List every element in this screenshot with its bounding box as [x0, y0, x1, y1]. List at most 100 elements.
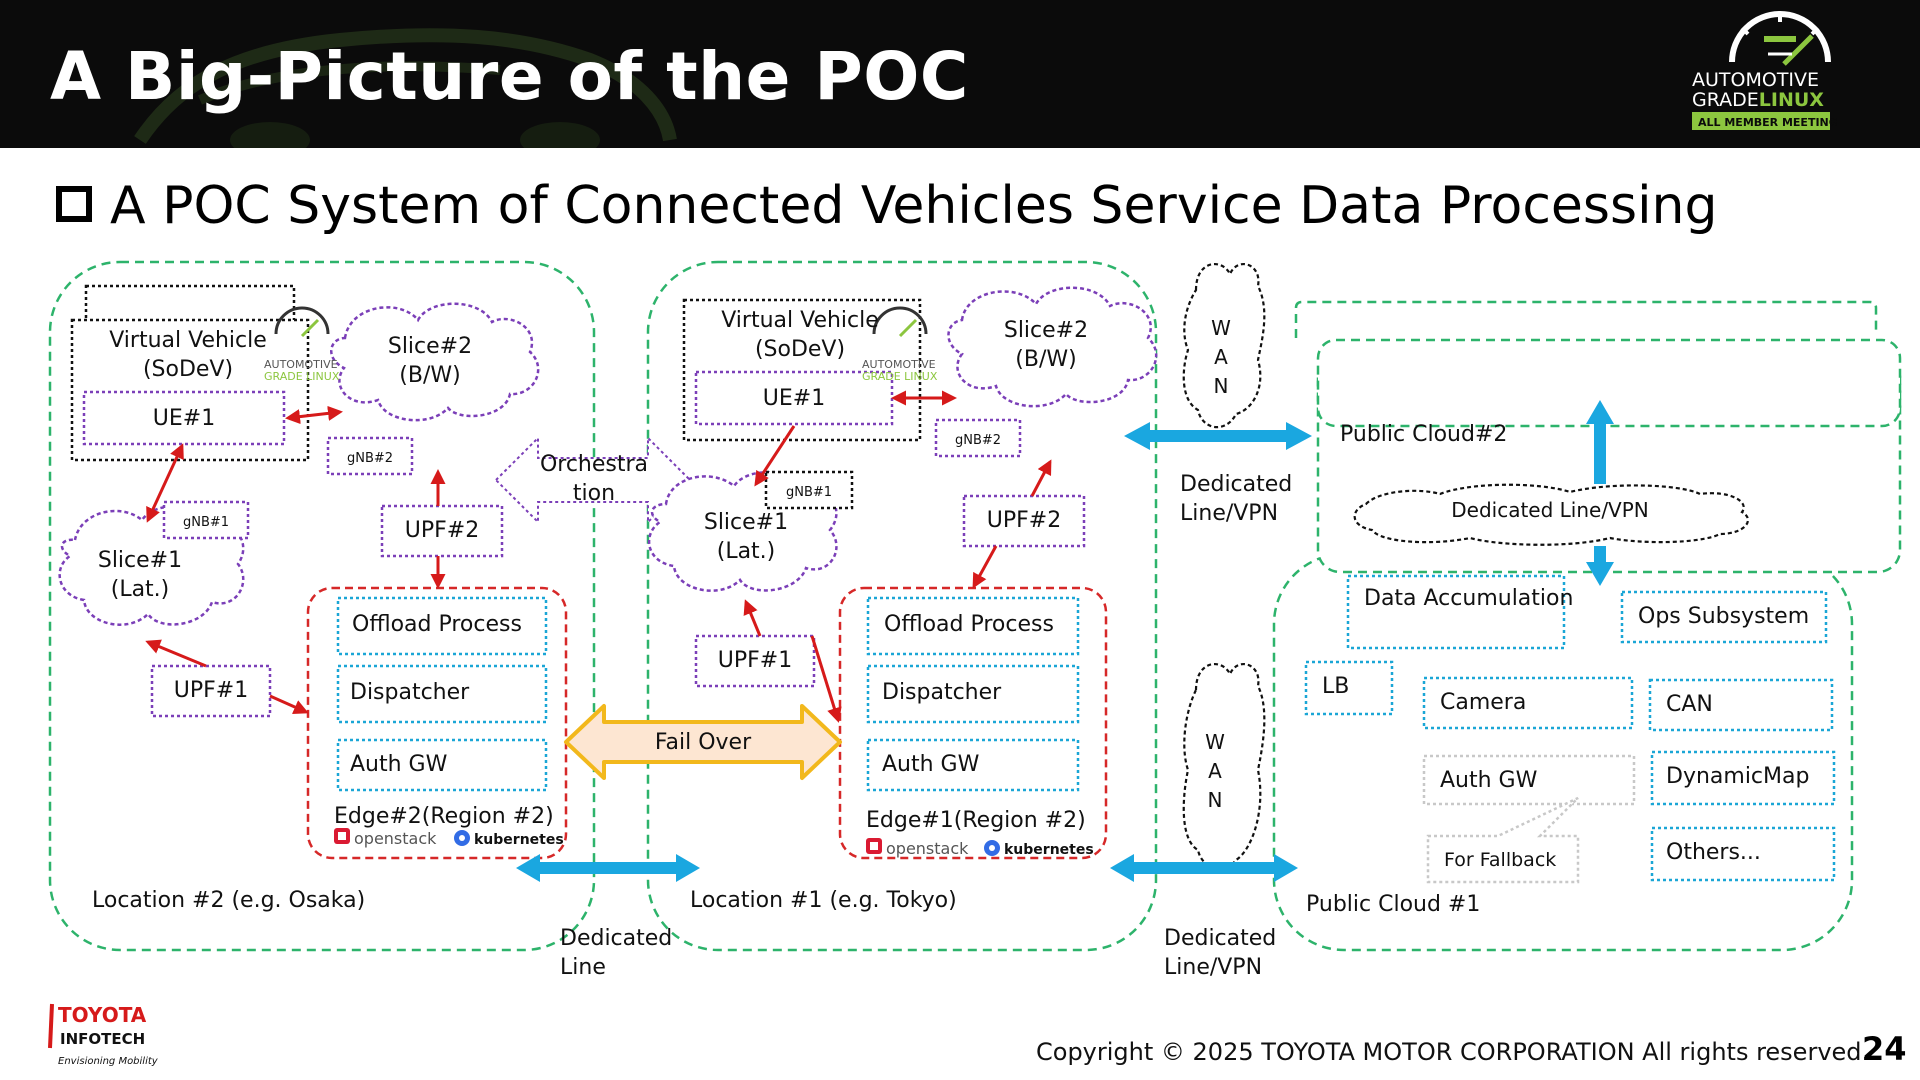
location1-container: [646, 260, 1158, 952]
location2-ue-box: [82, 390, 286, 446]
svg-text:AUTOMOTIVE: AUTOMOTIVE: [264, 358, 338, 371]
dedicated-vpn-cloud-label: Dedicated Line/VPN: [1451, 498, 1649, 522]
location2-slice2-cloud: [330, 302, 540, 422]
location2-upf2-box: [380, 504, 504, 558]
location2-kubernetes-label: kubernetes: [474, 832, 564, 848]
slide-subtitle: A POC System of Connected Vehicles Servi…: [110, 176, 1718, 236]
cloud1-ops-box: [1620, 590, 1828, 644]
svg-text:GRADE LINUX: GRADE LINUX: [264, 370, 340, 383]
orchestration-arrow: [494, 435, 692, 525]
svg-text:INFOTECH: INFOTECH: [60, 1030, 145, 1048]
dedicated-vpn-cloud: [1353, 483, 1749, 546]
location2-offload-box: [336, 596, 548, 656]
location1-slice2-label: Slice#2(B/W): [1003, 318, 1089, 372]
location2-authgw-box: [336, 738, 548, 792]
arrow-l2-upf1-dispatcher: [269, 694, 309, 714]
page-number: 24: [1862, 1030, 1907, 1068]
location2-gnb2-label: gNB#2: [346, 451, 394, 466]
location2-dispatcher-label: Dispatcher: [350, 680, 470, 705]
bullet-square-icon: [56, 186, 92, 222]
cloud1-dynamicmap-label: DynamicMap: [1666, 764, 1810, 789]
cloud1-authgw-box: [1422, 754, 1636, 806]
svg-text:ALL MEMBER MEETING: ALL MEMBER MEETING: [1698, 116, 1838, 129]
location2-vv-title: Virtual Vehicle(SoDeV): [109, 328, 267, 382]
location2-upf1-box: [150, 664, 272, 718]
location2-label: Location #2 (e.g. Osaka): [92, 888, 366, 913]
location1-gnb2-box: [934, 418, 1022, 458]
location2-upf1-label: UPF#1: [173, 678, 249, 703]
arrow-l1-upf2-slice2: [1030, 459, 1052, 497]
cloud1-others-box: [1650, 826, 1836, 882]
cloud1-fallback-callout: [1426, 796, 1580, 884]
location1-ue-label: UE#1: [762, 386, 826, 411]
location2-edge-label: Edge#2(Region #2): [334, 804, 554, 829]
cloud1-fallback-label: For Fallback: [1444, 849, 1557, 871]
location1-dispatcher-box: [866, 664, 1080, 724]
cloud1-data-accumulation-box: [1346, 574, 1566, 650]
agl-small-logo-left: AUTOMOTIVE GRADE LINUX: [264, 306, 340, 383]
location2-upf2-label: UPF#2: [404, 518, 480, 543]
cloud1-can-label: CAN: [1666, 692, 1713, 717]
location2-gnb2-box: [326, 436, 414, 476]
agl-logo: AUTOMOTIVE GRADELINUX ALL MEMBER MEETING: [1692, 11, 1838, 130]
cloud1-can-box: [1648, 678, 1834, 732]
location1-vv-title: Virtual Vehicle(SoDeV): [721, 308, 879, 362]
cloud2-label: Public Cloud#2: [1340, 422, 1508, 447]
svg-text:AUTOMOTIVE: AUTOMOTIVE: [1692, 69, 1819, 91]
cloud1-camera-label: Camera: [1440, 690, 1527, 715]
cloud1-lb-box: [1304, 660, 1394, 716]
cloud2-container-back: [1294, 300, 1878, 338]
location1-dispatcher-label: Dispatcher: [882, 680, 1002, 705]
location1-upf2-box: [962, 494, 1086, 548]
location2-dispatcher-box: [336, 664, 548, 724]
location1-slice1-label: Slice#1(Lat.): [703, 510, 789, 564]
location1-gnb1-label: gNB#1: [785, 485, 833, 500]
location2-offload-label: Offload Process: [352, 612, 522, 637]
cloud1-authgw-label: Auth GW: [1440, 768, 1538, 793]
arrow-l1-upf1-dispatcher: [810, 635, 842, 723]
page-title: A Big-Picture of the POC: [50, 38, 969, 115]
location1-authgw-box: [866, 738, 1080, 792]
svg-text:AUTOMOTIVE: AUTOMOTIVE: [862, 358, 936, 371]
location1-upf1-box: [694, 634, 816, 688]
arrow-l1-upf1-slice1: [743, 599, 762, 637]
svg-text:GRADELINUX: GRADELINUX: [1692, 89, 1824, 111]
svg-text:Envisioning Mobility: Envisioning Mobility: [58, 1056, 159, 1067]
openstack-icon-left: [334, 828, 350, 844]
cloud1-label: Public Cloud #1: [1306, 892, 1481, 917]
cloud1-camera-box: [1422, 676, 1634, 730]
arrow-l2-upf1-slice1: [145, 639, 207, 668]
cloud1-lb-label: LB: [1322, 674, 1350, 699]
location1-offload-box: [866, 596, 1080, 656]
location1-upf2-label: UPF#2: [986, 508, 1062, 533]
kubernetes-icon-right: [984, 840, 1000, 856]
openstack-icon-right: [866, 838, 882, 854]
location1-offload-label: Offload Process: [884, 612, 1054, 637]
dedicated-vpn-bottom-arrow: [1110, 854, 1298, 882]
dedicated-vpn-top-arrow: [1124, 422, 1312, 450]
cloud1-data-accumulation-label: Data Accumulation: [1364, 586, 1574, 611]
location2-slice2-label: Slice#2(B/W): [387, 334, 473, 388]
kubernetes-icon-left: [454, 830, 470, 846]
location1-openstack-label: openstack: [886, 839, 969, 858]
toyota-infotech-logo: TOYOTA INFOTECH Envisioning Mobility: [48, 1003, 159, 1067]
location2-gnb1-label: gNB#1: [182, 515, 230, 530]
cloud-link-up-arrow: [1586, 400, 1614, 484]
cloud1-ops-label: Ops Subsystem: [1638, 604, 1810, 629]
cloud1-dynamicmap-box: [1650, 750, 1836, 806]
location1-slice2-cloud: [947, 286, 1158, 408]
copyright-text: Copyright © 2025 TOYOTA MOTOR CORPORATIO…: [1036, 1038, 1870, 1066]
location1-label: Location #1 (e.g. Tokyo): [690, 888, 957, 913]
dedicated-line-arrow: [516, 854, 700, 882]
failover-label: Fail Over: [654, 730, 752, 755]
cloud1-others-label: Others...: [1666, 840, 1761, 865]
arrow-l1-upf2-edge: [972, 545, 998, 589]
car-silhouette-decoration: [134, 28, 677, 148]
location1-edge-label: Edge#1(Region #2): [866, 808, 1086, 833]
arrow-l1-ue-slice1: [754, 425, 796, 487]
header-bar: A Big-Picture of the POC AUTOMOTIVE GRAD…: [0, 0, 1920, 148]
location1-kubernetes-label: kubernetes: [1004, 842, 1094, 858]
